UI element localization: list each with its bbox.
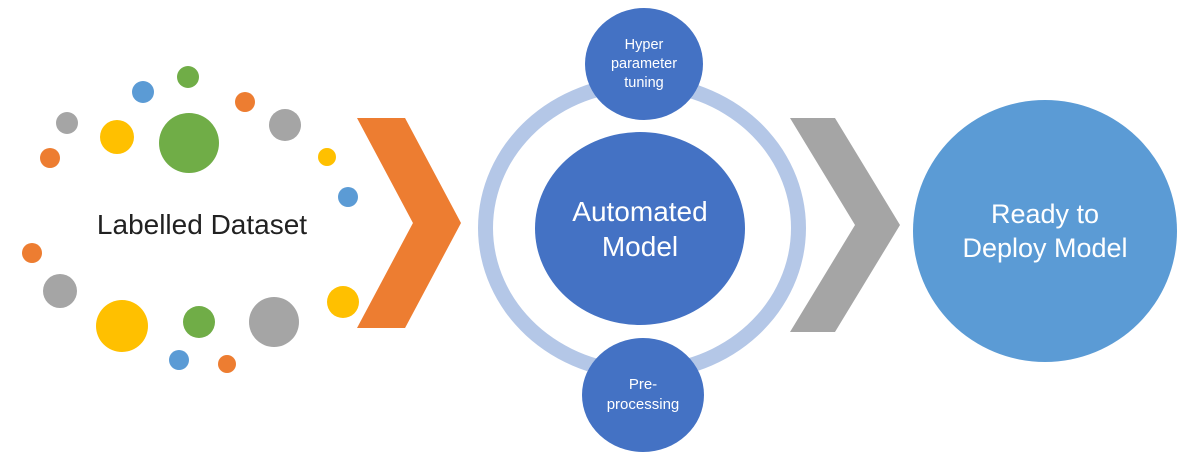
dataset-dot: [159, 113, 219, 173]
hyper-parameter-tuning-label: Hyper parameter tuning: [610, 36, 678, 91]
dataset-dot: [22, 243, 42, 263]
automated-model-node: Automated Model: [535, 132, 745, 325]
ready-to-deploy-node: Ready to Deploy Model: [913, 100, 1177, 362]
pre-processing-label: Pre-processing: [606, 376, 680, 413]
dataset-dot: [327, 286, 359, 318]
dataset-dot: [169, 350, 189, 370]
dataset-dot: [249, 297, 299, 347]
dataset-dot: [318, 148, 336, 166]
dataset-dot: [132, 81, 154, 103]
dataset-dot: [56, 112, 78, 134]
ready-to-deploy-label: Ready to Deploy Model: [962, 199, 1128, 263]
dataset-dot: [338, 187, 358, 207]
dataset-dot: [100, 120, 134, 154]
pre-processing-node: Pre-processing: [582, 338, 704, 452]
automated-model-label: Automated Model: [572, 195, 708, 262]
dataset-dot: [183, 306, 215, 338]
dataset-dot: [96, 300, 148, 352]
dataset-dot: [269, 109, 301, 141]
hyper-parameter-tuning-node: Hyper parameter tuning: [585, 8, 703, 120]
dataset-dot: [218, 355, 236, 373]
dataset-dot: [43, 274, 77, 308]
dataset-dot: [235, 92, 255, 112]
dataset-dot: [177, 66, 199, 88]
dataset-dot: [40, 148, 60, 168]
labelled-dataset-label: Labelled Dataset: [96, 209, 308, 240]
